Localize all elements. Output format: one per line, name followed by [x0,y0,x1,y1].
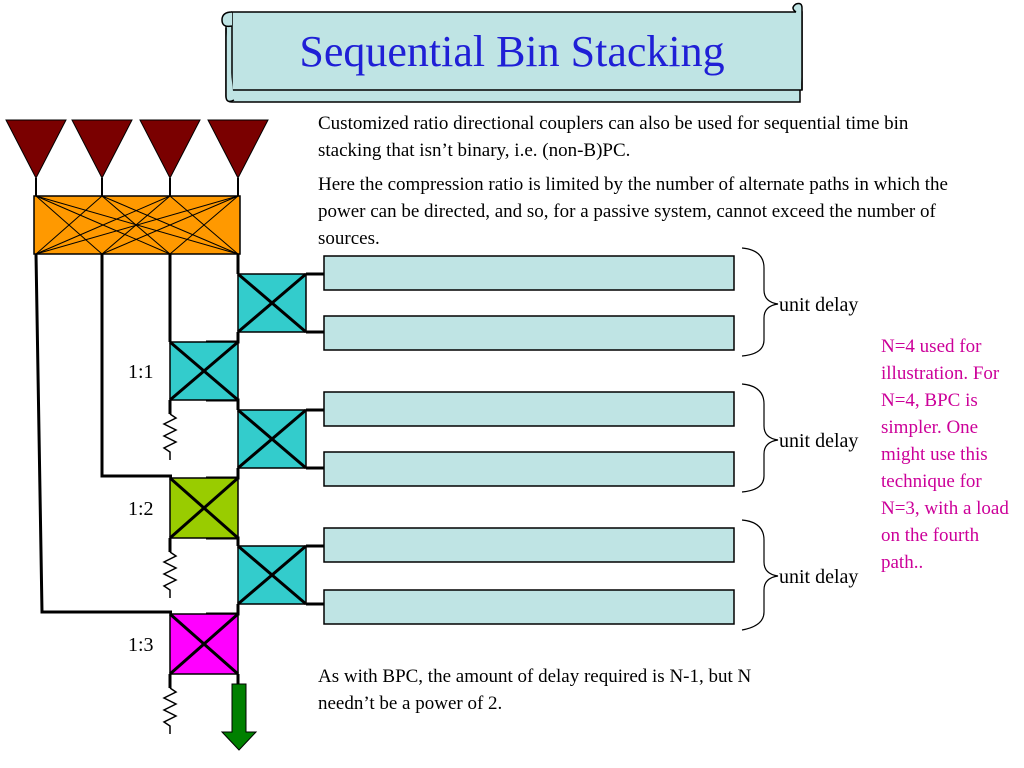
sources [5,119,269,196]
delay-brace [741,247,779,357]
delay-line [323,255,735,291]
coupler-1-2 [169,476,239,540]
delay-coupler [237,544,307,606]
coupler-ratio-label: 1:3 [128,634,154,656]
intro-paragraph: Customized ratio directional couplers ca… [318,113,909,161]
coupler-ratio-label: 1:2 [128,498,154,520]
delay-line [323,451,735,487]
compression-paragraph: Here the compression ratio is limited by… [318,174,948,249]
delay-line [323,589,735,625]
conclusion-paragraph: As with BPC, the amount of delay require… [318,666,752,714]
delay-lines [323,255,735,625]
delay-coupler [237,272,307,334]
delay-label: unit delay [779,430,858,452]
resistor-icon [162,687,178,734]
delay-line [323,391,735,427]
source-triangle-icon [5,119,67,180]
wiring [34,253,324,688]
coupler-1-1 [169,340,239,402]
source-triangle-icon [139,119,201,180]
delay-coupler [237,408,307,470]
delay-brace [741,519,779,631]
source-triangle-icon [207,119,269,180]
combiner-network [33,195,241,255]
delay-brace [741,383,779,493]
coupler-1-3 [169,612,239,676]
output-arrow-down-icon [220,683,258,751]
delay-label: unit delay [779,566,858,588]
title-banner: Sequential Bin Stacking [221,2,803,103]
coupler-ratio-label: 1:1 [128,361,154,383]
resistor-icon [162,413,178,460]
illustration-note: N=4 used for illustration. For N=4, BPC … [881,336,1009,573]
delay-line [323,527,735,563]
resistor-icon [162,551,178,598]
delay-line [323,315,735,351]
source-triangle-icon [71,119,133,180]
page-title: Sequential Bin Stacking [299,27,724,76]
delay-label: unit delay [779,294,858,316]
